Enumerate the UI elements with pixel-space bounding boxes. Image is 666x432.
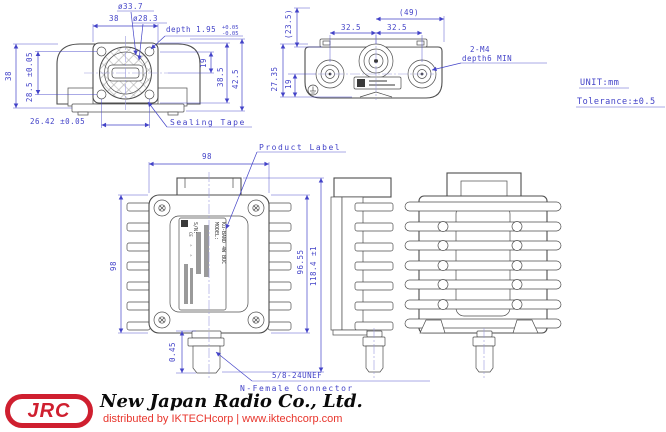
jrc-logo-text: JRC <box>27 399 71 422</box>
dim-overall-height: 118.4 ±1 <box>309 246 318 286</box>
front-foot-left <box>77 111 89 116</box>
flange-screw-hole <box>144 46 155 57</box>
annotation-sealing-tape: Sealing Tape <box>170 118 246 127</box>
label-serial: S/N: <box>192 222 198 234</box>
dim-depth-tol-minus: -0.05 <box>222 31 239 37</box>
dim-pitch-right: 32.5 <box>387 23 407 32</box>
qr-code-icon <box>357 79 365 87</box>
ground-screw-icon <box>307 84 319 96</box>
corner-screw <box>247 311 265 329</box>
side-connector <box>362 330 386 373</box>
distributor-line: distributed by IKTECHcorp | www.iktechco… <box>103 413 343 425</box>
dim-body-height: 96.55 <box>296 249 305 274</box>
note-tolerance: Tolerance:±0.5 <box>577 97 656 107</box>
front-base-plate <box>71 103 185 113</box>
left-fins <box>126 202 151 331</box>
front-foot-right <box>167 111 179 116</box>
rear-foot-right <box>512 319 539 334</box>
product-label: Ku-BAND 4W BUC MODEL: S/N: CE ⚠ ⚠ <box>178 217 227 311</box>
side-hat <box>333 177 392 198</box>
dim-dia-outer: ø33.7 <box>118 2 143 11</box>
label-barcode <box>196 232 201 274</box>
note-unit: UNIT:mm <box>580 78 619 88</box>
ce-mark-icon: CE <box>188 232 193 237</box>
warning-icon: ⚠ <box>189 244 194 247</box>
dim-main-height: 98 <box>109 261 118 271</box>
company-name: New Japan Radio Co., Ltd. <box>100 391 363 412</box>
rear-foot-left <box>419 319 446 334</box>
corner-screw <box>153 199 171 217</box>
dim-flange-width: 38 <box>109 14 119 23</box>
drawing-notes: UNIT:mm Tolerance:±0.5 <box>576 78 665 108</box>
label-fine-print <box>184 264 188 304</box>
dim-pitch-left: 32.5 <box>341 23 361 32</box>
dim-screw-pitch-v: 28.5 ±0.05 <box>25 52 34 102</box>
side-fins <box>354 202 394 331</box>
n-connector-pin <box>374 59 378 63</box>
annotation-product-label: Product Label <box>259 143 341 152</box>
dim-offset-a: 27.35 <box>270 66 279 91</box>
dim-overall-height: 42.5 <box>231 69 240 89</box>
dim-body-height: 38 <box>4 71 13 81</box>
label-barcode <box>204 225 209 277</box>
label-barcode-line <box>369 80 387 82</box>
front-left-wing <box>67 87 94 107</box>
front-top-view: ø33.7 ø28.3 38 depth 1.95 +0.05 -0.05 38… <box>4 2 252 128</box>
dim-offset-b: 19 <box>284 79 293 89</box>
annotation-connector-type: N-Female Connector <box>240 384 354 393</box>
label-fine-print <box>190 268 193 304</box>
rear-view <box>404 172 562 378</box>
jrc-logo-inner: JRC <box>10 399 88 423</box>
label-barcode-line <box>369 84 395 86</box>
side-view <box>330 177 394 378</box>
annotation-thread-spec: 5/8-24UNEF <box>272 371 322 380</box>
bottom-view: (23.5) 32.5 32.5 (49) 27.35 19 2-M4 dept… <box>270 7 547 100</box>
rear-hat-notch <box>460 180 508 198</box>
annotation-screw-depth: depth6 MIN <box>462 54 512 63</box>
dim-screw-pitch-h: 26.42 ±0.05 <box>30 117 85 126</box>
dim-flange-height: 38.5 <box>216 67 225 87</box>
n-female-connector <box>187 330 225 374</box>
side-front-plate <box>330 196 343 331</box>
dim-ref-height: (23.5) <box>284 9 293 39</box>
label-title: Ku-BAND 4W BUC <box>220 222 226 264</box>
front-right-wing <box>157 87 188 107</box>
dim-depth: depth 1.95 <box>166 25 216 34</box>
main-front-view: Ku-BAND 4W BUC MODEL: S/N: CE ⚠ ⚠ Produc… <box>109 143 430 393</box>
dim-ref-width: (49) <box>399 8 419 17</box>
side-foot <box>332 329 368 336</box>
jrc-mark-icon <box>181 220 188 227</box>
dim-depth-tol-plus: +0.05 <box>222 25 239 31</box>
dim-main-width: 98 <box>202 152 212 161</box>
plate-tab <box>416 40 425 46</box>
rear-bar-holes <box>437 221 523 310</box>
warning-icon: ⚠ <box>189 254 194 257</box>
right-fins <box>267 202 292 331</box>
annotation-screw-spec: 2-M4 <box>470 45 490 54</box>
dim-connector-step: 0.45 <box>168 342 177 362</box>
dim-center-to-top: 19 <box>199 58 208 68</box>
jrc-logo: JRC <box>5 394 93 428</box>
corner-screw <box>153 311 171 329</box>
corner-screw <box>247 199 265 217</box>
rear-connector <box>472 330 496 373</box>
label-model: MODEL: <box>213 222 219 240</box>
dim-dia-inner: ø28.3 <box>133 14 158 23</box>
